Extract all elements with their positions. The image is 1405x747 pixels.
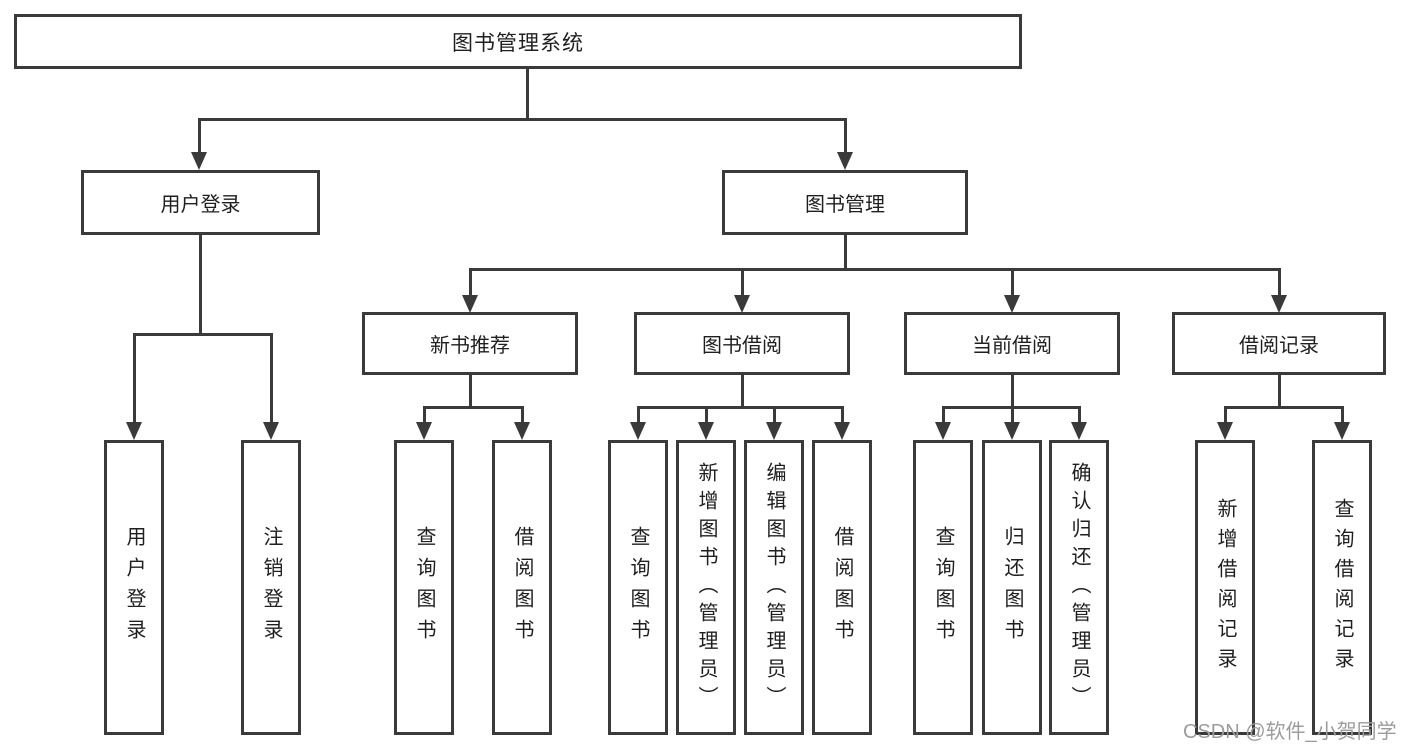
leaf-cb-return-books: 归还图书 [982, 440, 1042, 735]
node-label: 查询借阅记录 [1331, 497, 1353, 678]
arrow-down-icon [191, 152, 207, 170]
leaf-bb-edit-books-admin: 编辑图书（管理员） [744, 440, 804, 735]
node-label: 查询图书 [413, 525, 435, 650]
node-label: 借阅图书 [831, 525, 853, 650]
node-current-borrow: 当前借阅 [904, 312, 1120, 375]
connector-line [1077, 406, 1081, 424]
leaf-br-add-record: 新增借阅记录 [1195, 440, 1255, 735]
connector-line [636, 406, 844, 409]
node-label: 图书借阅 [702, 335, 782, 357]
node-label: 编辑图书（管理员） [763, 461, 785, 714]
node-label: 新书推荐 [430, 335, 510, 357]
node-label: 用户登录 [160, 194, 241, 216]
node-book-borrow: 图书借阅 [634, 312, 850, 375]
arrow-down-icon [1334, 422, 1350, 440]
node-label: 新增借阅记录 [1214, 497, 1236, 678]
connector-line [740, 375, 744, 408]
leaf-bb-borrow-books: 借阅图书 [812, 440, 872, 735]
leaf-nbr-borrow-books: 借阅图书 [492, 440, 552, 735]
node-label: 查询图书 [932, 525, 954, 650]
connector-line [197, 118, 847, 121]
csdn-watermark: CSDN @软件_小贺同学 [1183, 721, 1397, 743]
connector-line [636, 406, 640, 424]
node-borrow-records: 借阅记录 [1172, 312, 1386, 375]
arrow-down-icon [766, 422, 782, 440]
arrow-down-icon [698, 422, 714, 440]
connector-line [468, 375, 472, 408]
node-label: 新增图书（管理员） [695, 461, 717, 714]
arrow-down-icon [1071, 422, 1087, 440]
connector-line [1223, 406, 1227, 424]
arrow-down-icon [1217, 422, 1233, 440]
node-label: 借阅图书 [511, 525, 533, 650]
connector-line [1010, 406, 1014, 424]
leaf-bb-query-books: 查询图书 [608, 440, 668, 735]
connector-line [422, 406, 524, 409]
connector-line [1010, 375, 1014, 408]
connector-line [1277, 375, 1281, 408]
connector-line [1277, 268, 1281, 297]
arrow-down-icon [1004, 295, 1020, 313]
node-book-management: 图书管理 [722, 170, 968, 235]
node-label: 注销登录 [260, 525, 282, 650]
connector-line [1340, 406, 1344, 424]
node-library-management-system: 图书管理系统 [14, 14, 1022, 69]
arrow-down-icon [263, 422, 279, 440]
node-label: 当前借阅 [972, 335, 1052, 357]
node-label: 图书管理 [805, 194, 885, 216]
node-label: 用户登录 [123, 525, 145, 650]
connector-line [843, 118, 847, 154]
connector-line [525, 69, 529, 120]
connector-line [704, 406, 708, 424]
arrow-down-icon [630, 422, 646, 440]
node-label: 借阅记录 [1239, 335, 1319, 357]
arrow-down-icon [834, 422, 850, 440]
arrow-down-icon [734, 295, 750, 313]
connector-line [740, 268, 744, 297]
arrow-down-icon [416, 422, 432, 440]
node-label: 查询图书 [627, 525, 649, 650]
connector-line [132, 333, 136, 424]
connector-line [198, 235, 202, 335]
connector-line [520, 406, 524, 424]
node-user-login: 用户登录 [81, 170, 320, 235]
arrow-down-icon [837, 152, 853, 170]
leaf-cb-query-books: 查询图书 [913, 440, 973, 735]
connector-line [840, 406, 844, 424]
connector-line [843, 235, 847, 271]
arrow-down-icon [935, 422, 951, 440]
connector-line [132, 333, 273, 336]
arrow-down-icon [462, 295, 478, 313]
connector-line [468, 268, 1281, 271]
leaf-br-query-record: 查询借阅记录 [1312, 440, 1372, 735]
arrow-down-icon [1004, 422, 1020, 440]
arrow-down-icon [1271, 295, 1287, 313]
connector-line [468, 268, 472, 297]
node-label: 归还图书 [1001, 525, 1023, 650]
connector-line [772, 406, 776, 424]
connector-line [269, 333, 273, 424]
node-label: 确认归还（管理员） [1068, 461, 1090, 714]
connector-line [941, 406, 945, 424]
leaf-bb-add-books-admin: 新增图书（管理员） [676, 440, 736, 735]
connector-line [422, 406, 426, 424]
leaf-logout: 注销登录 [241, 440, 301, 735]
leaf-cb-confirm-return-admin: 确认归还（管理员） [1049, 440, 1109, 735]
arrow-down-icon [514, 422, 530, 440]
node-label: 图书管理系统 [452, 31, 584, 55]
node-new-book-recommend: 新书推荐 [362, 312, 578, 375]
connector-line [197, 118, 201, 154]
connector-line [1010, 268, 1014, 297]
arrow-down-icon [126, 422, 142, 440]
leaf-user-login: 用户登录 [104, 440, 164, 735]
leaf-nbr-query-books: 查询图书 [394, 440, 454, 735]
connector-line [1223, 406, 1344, 409]
